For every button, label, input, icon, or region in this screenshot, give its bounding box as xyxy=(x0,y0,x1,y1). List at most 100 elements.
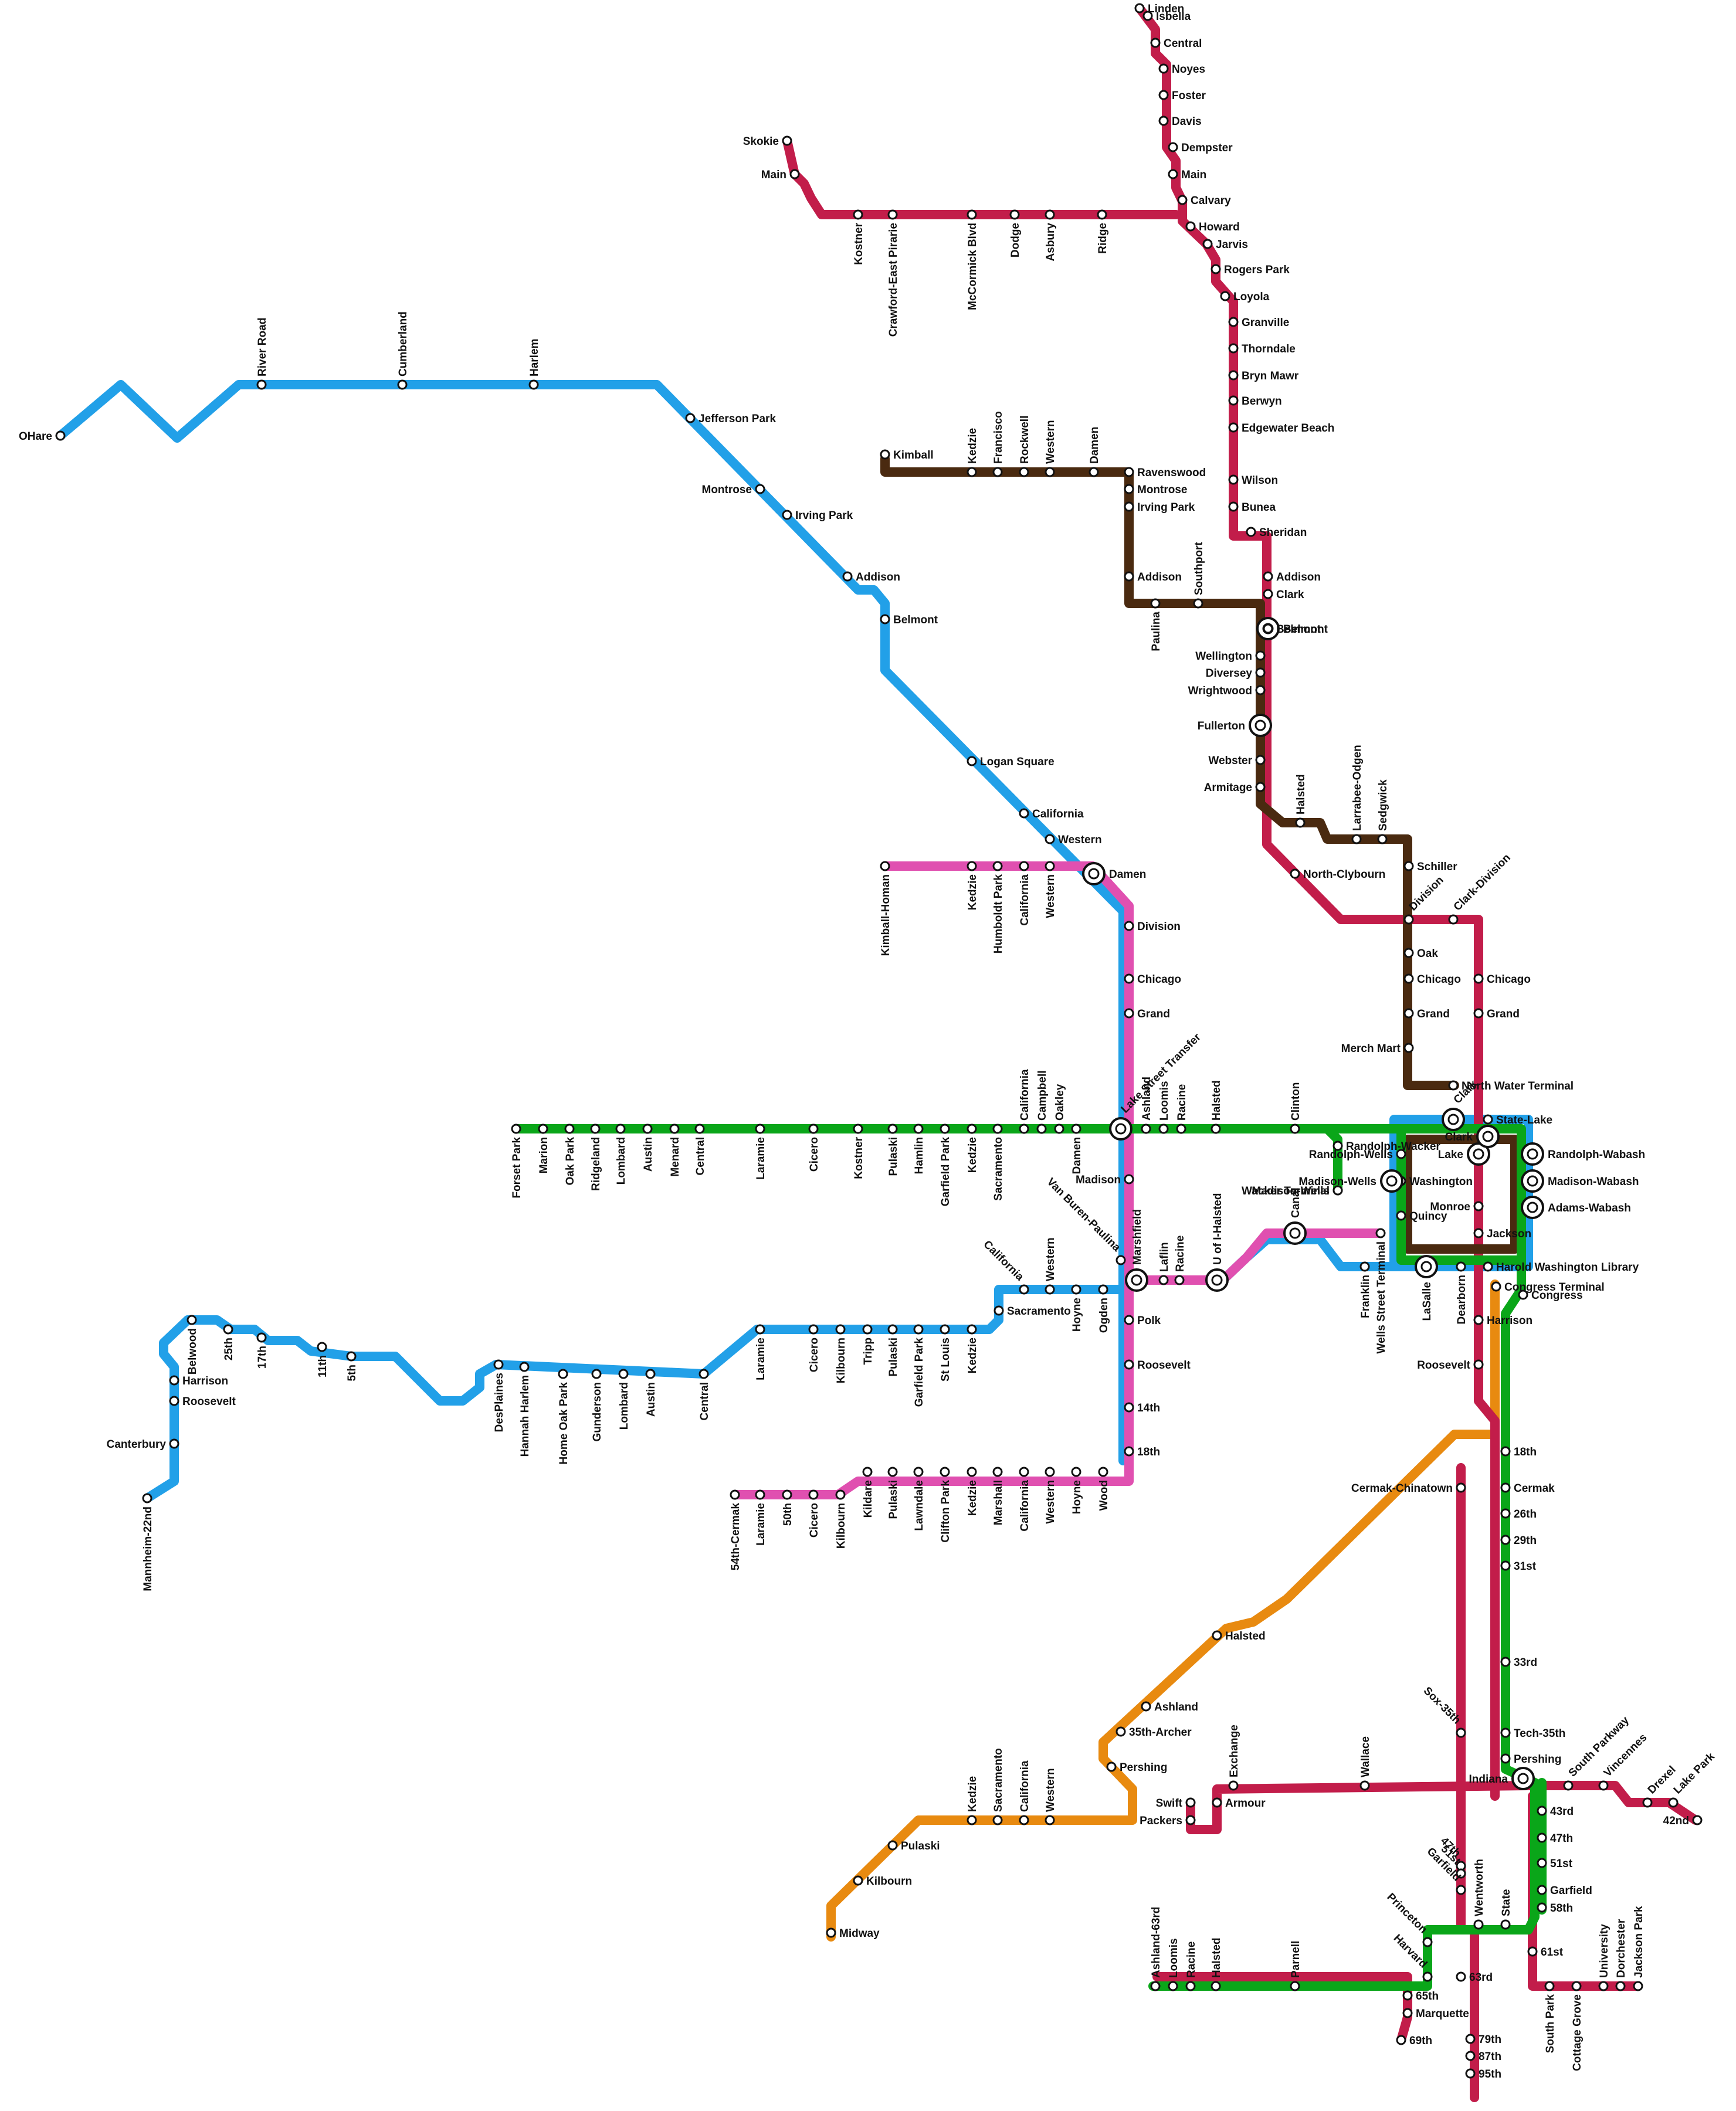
station-marker[interactable] xyxy=(968,1816,976,1824)
station-marker[interactable] xyxy=(1291,1125,1299,1133)
station-marker[interactable] xyxy=(1037,1125,1046,1133)
station-marker[interactable] xyxy=(1186,1816,1195,1824)
station-marker[interactable] xyxy=(188,1316,196,1324)
station-marker[interactable] xyxy=(1564,1781,1572,1790)
station-marker[interactable] xyxy=(1125,975,1133,983)
station-marker[interactable] xyxy=(968,468,976,476)
station-marker[interactable] xyxy=(1213,1798,1221,1807)
station-marker[interactable] xyxy=(1169,143,1177,151)
station-marker[interactable] xyxy=(756,485,764,493)
station-marker[interactable] xyxy=(1169,170,1177,178)
station-marker[interactable] xyxy=(1423,1973,1432,1981)
station-marker[interactable] xyxy=(914,1325,923,1333)
station-marker[interactable] xyxy=(1264,572,1272,581)
station-marker[interactable] xyxy=(1072,1285,1080,1294)
station-marker[interactable] xyxy=(1457,1262,1465,1271)
station-marker[interactable] xyxy=(1501,1447,1510,1455)
station-marker[interactable] xyxy=(941,1468,949,1476)
station-marker[interactable] xyxy=(1046,1816,1054,1824)
station-marker[interactable] xyxy=(1474,1009,1483,1017)
station-marker[interactable] xyxy=(1352,835,1361,843)
station-marker[interactable] xyxy=(1229,423,1237,432)
station-marker[interactable] xyxy=(1501,1754,1510,1763)
station-marker[interactable] xyxy=(994,862,1002,870)
station-marker[interactable] xyxy=(1142,1125,1150,1133)
station-marker[interactable] xyxy=(1291,1982,1299,1990)
station-marker[interactable] xyxy=(1457,1484,1465,1492)
station-marker[interactable] xyxy=(854,1125,862,1133)
station-marker[interactable] xyxy=(854,211,862,219)
station-marker[interactable] xyxy=(1099,1468,1107,1476)
station-marker[interactable] xyxy=(1011,211,1019,219)
station-marker[interactable] xyxy=(1117,1728,1125,1736)
station-marker[interactable] xyxy=(827,1929,835,1937)
station-marker[interactable] xyxy=(1599,1982,1608,1990)
station-marker[interactable] xyxy=(318,1343,326,1351)
station-marker[interactable] xyxy=(1397,1211,1405,1220)
station-marker[interactable] xyxy=(1142,1702,1150,1710)
station-marker[interactable] xyxy=(643,1125,652,1133)
station-marker[interactable] xyxy=(1046,1468,1054,1476)
station-marker[interactable] xyxy=(1090,468,1098,476)
station-marker[interactable] xyxy=(170,1376,178,1384)
station-marker[interactable] xyxy=(1643,1798,1652,1807)
station-marker[interactable] xyxy=(1229,1781,1237,1790)
station-marker[interactable] xyxy=(1474,975,1483,983)
station-marker[interactable] xyxy=(1229,396,1237,405)
station-marker[interactable] xyxy=(1457,1729,1465,1737)
station-marker[interactable] xyxy=(565,1125,574,1133)
station-marker[interactable] xyxy=(1376,1229,1385,1237)
station-marker[interactable] xyxy=(520,1363,528,1371)
station-marker[interactable] xyxy=(1229,371,1237,379)
station-marker[interactable] xyxy=(224,1325,232,1333)
station-marker[interactable] xyxy=(863,1468,872,1476)
station-marker[interactable] xyxy=(1125,1447,1133,1455)
station-marker[interactable] xyxy=(1125,503,1133,511)
station-marker[interactable] xyxy=(1107,1763,1115,1771)
station-marker[interactable] xyxy=(1474,1229,1483,1237)
station-marker[interactable] xyxy=(1256,686,1264,694)
station-marker[interactable] xyxy=(1449,1081,1457,1090)
station-marker[interactable] xyxy=(1296,819,1304,827)
station-marker[interactable] xyxy=(994,468,1002,476)
station-marker[interactable] xyxy=(1125,468,1133,476)
station-marker[interactable] xyxy=(783,137,791,145)
station-marker[interactable] xyxy=(1169,1982,1177,1990)
station-marker[interactable] xyxy=(143,1494,151,1502)
station-marker[interactable] xyxy=(1616,1982,1625,1990)
station-marker[interactable] xyxy=(1538,1807,1546,1815)
station-marker[interactable] xyxy=(696,1125,704,1133)
station-marker[interactable] xyxy=(686,414,694,422)
station-marker[interactable] xyxy=(1538,1903,1546,1912)
station-marker[interactable] xyxy=(1403,2009,1412,2017)
station-marker[interactable] xyxy=(1151,599,1159,607)
station-marker[interactable] xyxy=(646,1370,655,1378)
station-marker[interactable] xyxy=(889,1325,897,1333)
station-marker[interactable] xyxy=(1403,1991,1412,2000)
station-marker[interactable] xyxy=(1484,1262,1492,1271)
station-marker[interactable] xyxy=(1474,1360,1483,1369)
station-marker[interactable] xyxy=(257,381,266,389)
station-marker[interactable] xyxy=(1194,599,1202,607)
station-marker[interactable] xyxy=(1072,1125,1080,1133)
station-marker[interactable] xyxy=(968,862,976,870)
station-marker[interactable] xyxy=(1291,870,1299,878)
station-marker[interactable] xyxy=(1501,1658,1510,1666)
station-marker[interactable] xyxy=(1046,835,1054,843)
station-marker[interactable] xyxy=(889,1125,897,1133)
station-marker[interactable] xyxy=(889,1468,897,1476)
station-marker[interactable] xyxy=(494,1360,503,1369)
station-marker[interactable] xyxy=(1020,468,1028,476)
station-marker[interactable] xyxy=(1229,344,1237,352)
station-marker[interactable] xyxy=(1474,1920,1483,1929)
station-marker[interactable] xyxy=(756,1125,764,1133)
station-marker[interactable] xyxy=(843,572,852,581)
station-marker[interactable] xyxy=(56,432,65,440)
station-marker[interactable] xyxy=(700,1370,708,1378)
station-marker[interactable] xyxy=(1501,1484,1510,1492)
station-marker[interactable] xyxy=(1501,1920,1510,1929)
station-marker[interactable] xyxy=(854,1876,862,1885)
station-marker[interactable] xyxy=(836,1325,845,1333)
station-marker[interactable] xyxy=(1256,783,1264,791)
station-marker[interactable] xyxy=(1669,1798,1677,1807)
